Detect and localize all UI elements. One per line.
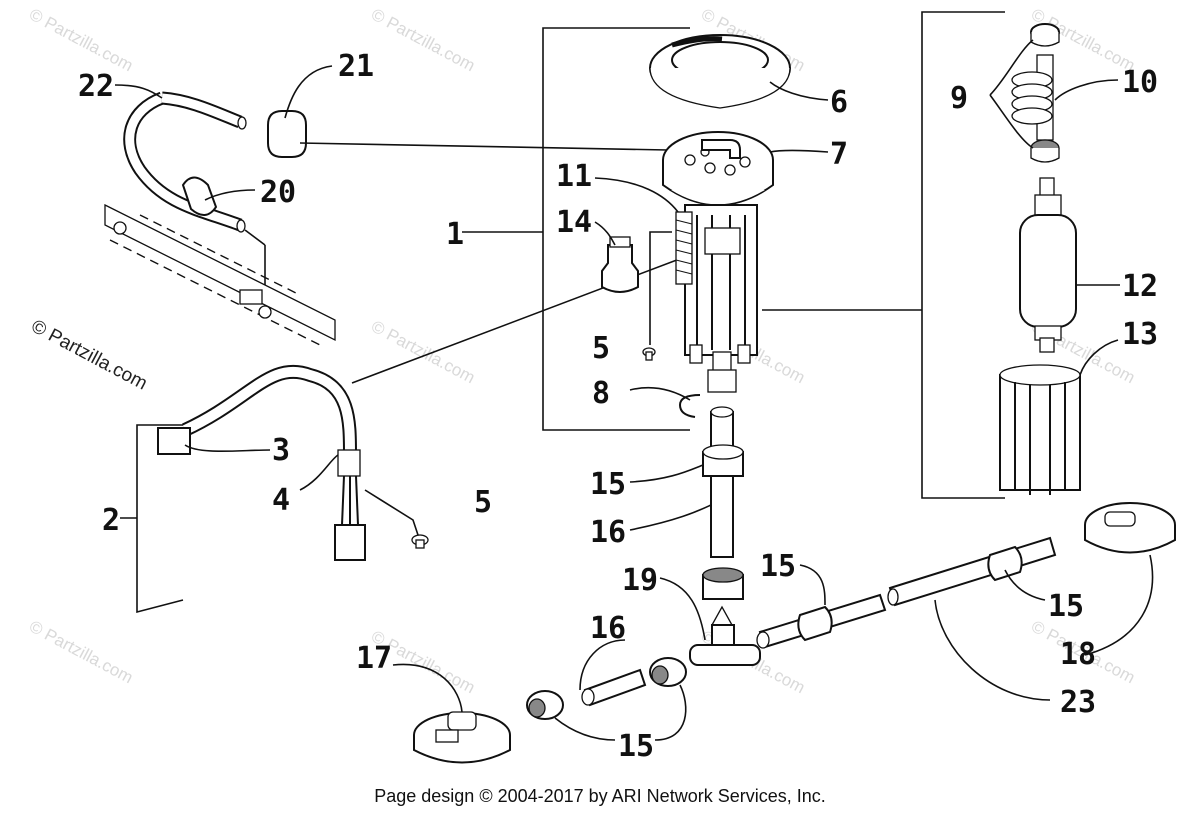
callout-5: 5 xyxy=(592,331,610,366)
leader-lines xyxy=(114,39,1154,741)
long-tube-part xyxy=(887,536,1057,607)
callout-9: 9 xyxy=(950,81,968,116)
callout-15: 15 xyxy=(1048,589,1084,624)
callout-13: 13 xyxy=(1122,317,1158,352)
callout-11: 11 xyxy=(556,159,592,194)
screw-part xyxy=(642,347,656,361)
callout-8: 8 xyxy=(592,376,610,411)
watermark: © Partzilla.com xyxy=(368,5,478,76)
callout-17: 17 xyxy=(356,641,392,676)
fuel-pump-motor-part xyxy=(1019,177,1077,353)
callout-3: 3 xyxy=(272,433,290,468)
watermark: © Partzilla.com xyxy=(368,317,478,388)
clip-part xyxy=(678,394,701,418)
nut-left-1-part xyxy=(649,657,687,687)
hose-fitting-part xyxy=(267,110,669,158)
pump-sleeve-part xyxy=(999,364,1081,495)
callout-15: 15 xyxy=(618,729,654,764)
nut-part xyxy=(702,567,744,600)
fuel-rail-part xyxy=(104,203,336,346)
callout-7: 7 xyxy=(830,137,848,172)
callout-4: 4 xyxy=(272,483,290,518)
callout-21: 21 xyxy=(338,49,374,84)
plug-part xyxy=(601,236,639,293)
fuel-hose-part xyxy=(123,91,247,233)
watermark-dark: © Partzilla.com xyxy=(28,316,151,395)
o-ring-top-part xyxy=(1030,23,1060,47)
callout-19: 19 xyxy=(622,563,658,598)
pickup-right-part xyxy=(1084,502,1176,554)
copyright-footer: Page design © 2004-2017 by ARI Network S… xyxy=(374,786,826,806)
nut-left-2-part xyxy=(526,690,564,720)
callout-15: 15 xyxy=(760,549,796,584)
pickup-left-part xyxy=(413,711,511,764)
callout-5: 5 xyxy=(474,485,492,520)
harness-line xyxy=(351,254,691,384)
screw-lower-part xyxy=(411,534,429,549)
watermark: © Partzilla.com xyxy=(26,617,136,688)
callout-14: 14 xyxy=(556,205,592,240)
tube-right-part xyxy=(756,593,887,649)
callout-6: 6 xyxy=(830,85,848,120)
pump-body-part xyxy=(684,204,758,393)
callout-16: 16 xyxy=(590,611,626,646)
callout-1: 1 xyxy=(446,217,464,252)
bracket-group-2 xyxy=(120,424,184,614)
o-ring-bottom-part xyxy=(1030,139,1060,163)
callout-20: 20 xyxy=(260,175,296,210)
upper-tube-part xyxy=(702,406,744,558)
callout-10: 10 xyxy=(1122,65,1158,100)
tee-fitting-part xyxy=(689,605,761,666)
hose-coil-part xyxy=(1011,54,1054,141)
lower-tube-left-part xyxy=(581,668,647,707)
callout-15: 15 xyxy=(590,467,626,502)
callout-2: 2 xyxy=(102,503,120,538)
callout-labels: 1 2 3 4 5 5 6 7 8 9 10 11 12 13 14 15 15… xyxy=(78,49,1158,764)
callout-18: 18 xyxy=(1060,637,1096,672)
hose-clamp-part xyxy=(181,176,218,216)
bracket-group-1 xyxy=(462,27,690,431)
bracket-group-pump xyxy=(762,11,1005,499)
spring-part xyxy=(675,211,693,285)
callout-22: 22 xyxy=(78,69,114,104)
watermark: © Partzilla.com xyxy=(26,5,136,76)
callout-16: 16 xyxy=(590,515,626,550)
pump-flange-part xyxy=(662,131,774,206)
wiring-harness-part xyxy=(157,364,366,561)
callout-23: 23 xyxy=(1060,685,1096,720)
callout-12: 12 xyxy=(1122,269,1158,304)
lock-ring-part xyxy=(649,34,791,109)
